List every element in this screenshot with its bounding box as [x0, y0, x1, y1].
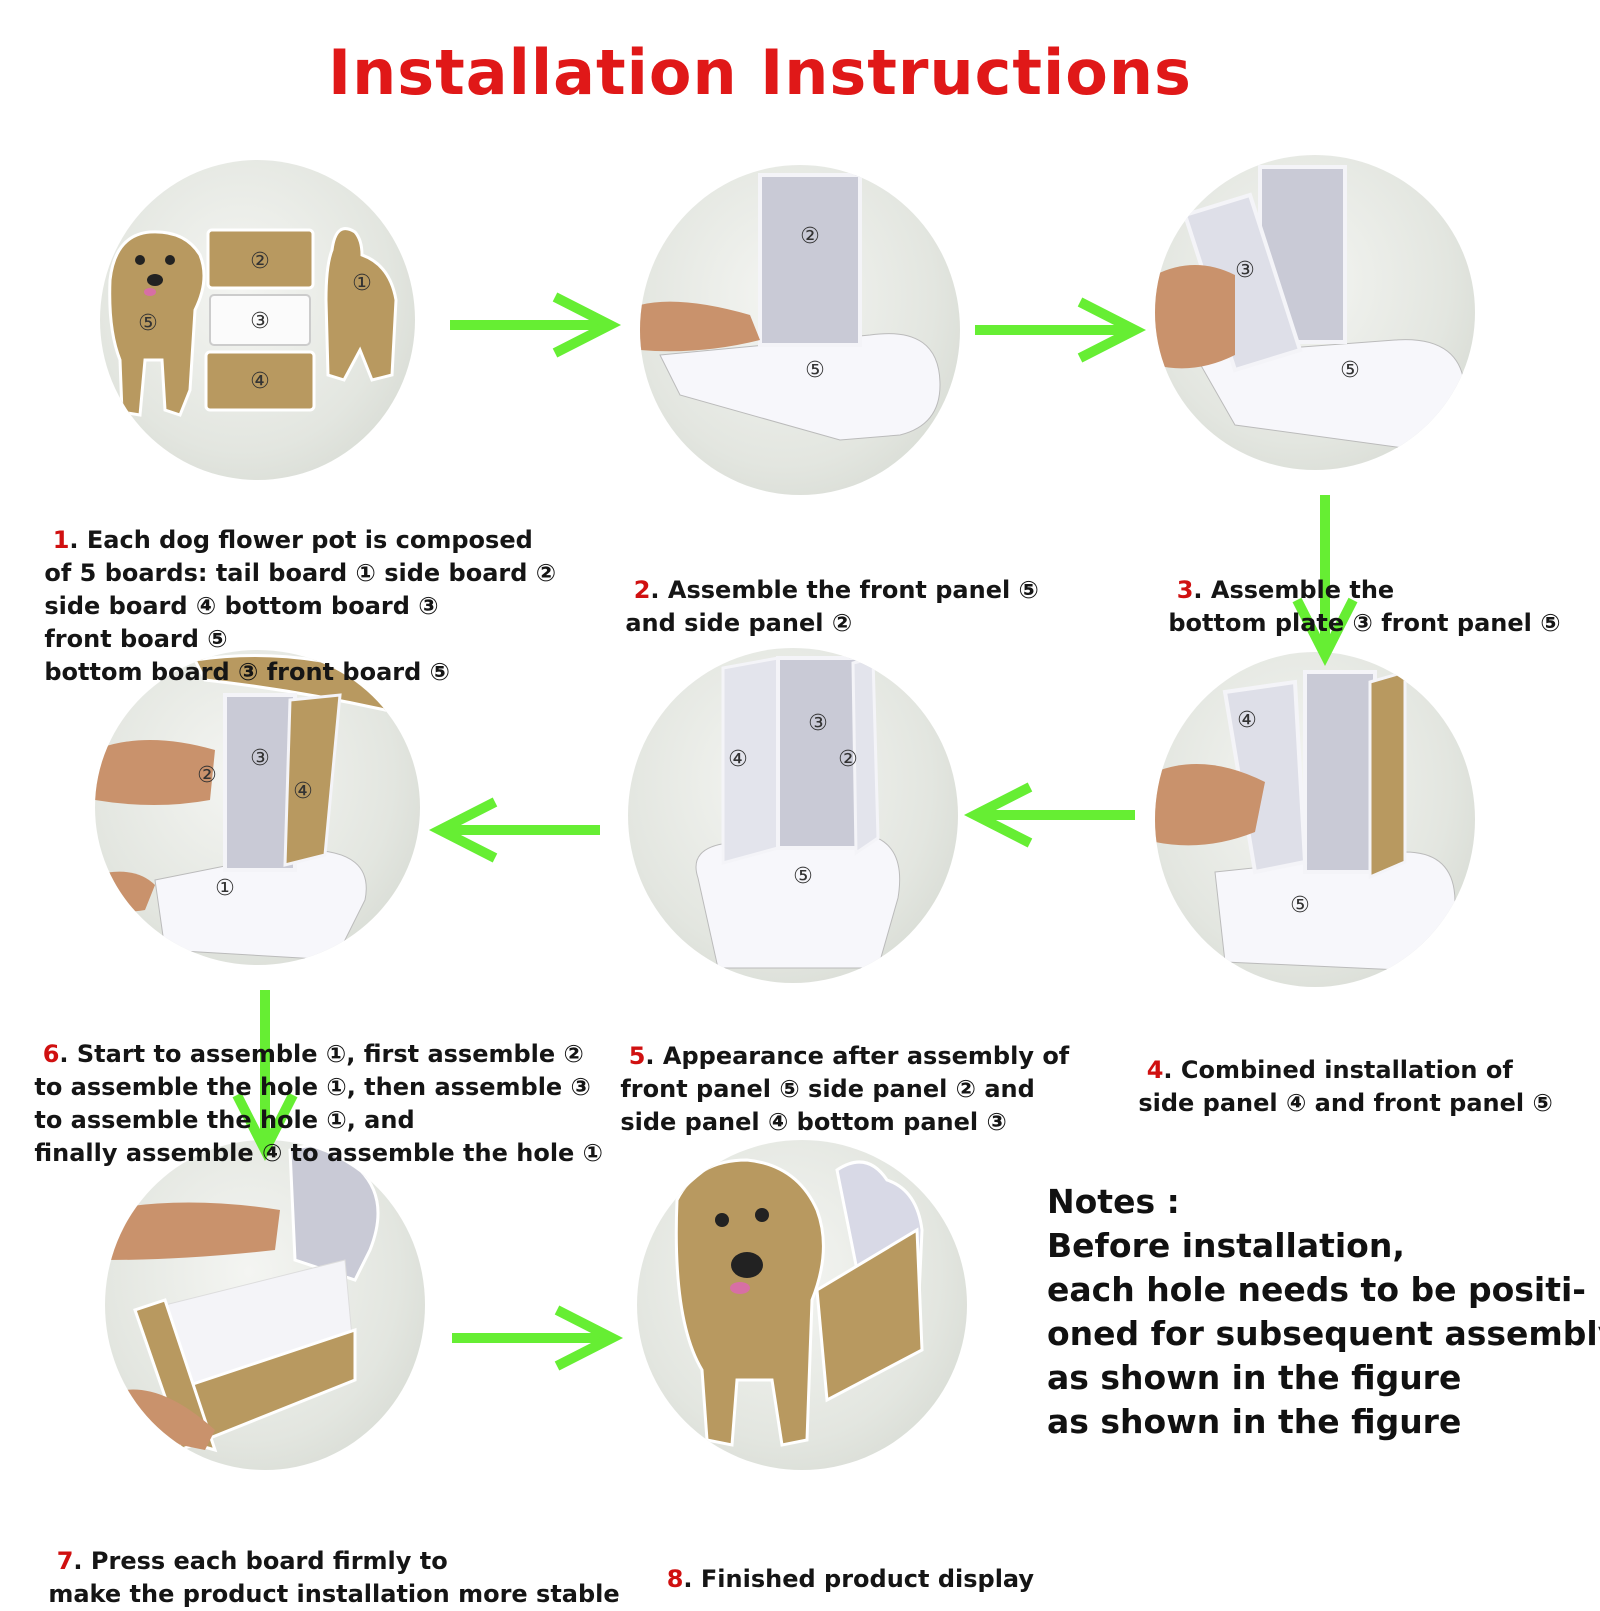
step-6-caption: 6. Start to assemble ①, first assemble ②…: [26, 1005, 603, 1170]
photo-step-2: ② ⑤: [640, 165, 960, 495]
boards-laid-out-image: ② ③ ① ⑤ ④: [108, 227, 398, 417]
arrow-step1-to-step2: [450, 292, 622, 358]
label-side-4: ④: [728, 747, 748, 772]
step-number: 2: [633, 576, 651, 604]
step-number: 3: [1176, 576, 1194, 604]
step-3-caption: 3. Assemble the bottom plate ③ front pan…: [1160, 541, 1561, 640]
photo-step-6: ③ ② ④ ①: [95, 650, 420, 965]
label-side-4: ④: [1237, 708, 1257, 733]
label-board-5: ⑤: [138, 311, 158, 336]
label-side-4: ④: [293, 779, 313, 804]
label-bottom-3: ③: [250, 746, 270, 771]
step-5-caption: 5. Appearance after assembly of front pa…: [612, 1007, 1069, 1139]
label-board-2: ②: [250, 249, 270, 274]
photo-step-1: ② ③ ① ⑤ ④: [100, 160, 415, 480]
label-front-5: ⑤: [793, 864, 813, 889]
label-board-1: ①: [352, 271, 372, 296]
tail-assembly-image: ③ ② ④ ①: [95, 654, 397, 961]
label-side-2: ②: [197, 763, 217, 788]
label-panel-2: ②: [800, 224, 820, 249]
step-text: . Each dog flower pot is composed of 5 b…: [44, 526, 557, 686]
step-7-caption: 7. Press each board firmly to make the p…: [40, 1512, 620, 1611]
label-board-3: ③: [250, 309, 270, 334]
step-number: 7: [56, 1547, 74, 1575]
label-panel-5: ⑤: [805, 358, 825, 383]
photo-step-4: ④ ⑤: [1155, 652, 1475, 987]
arrow-step5-to-step6: [428, 797, 600, 863]
arrow-step3-to-step4: [1292, 495, 1358, 667]
step-number: 5: [628, 1042, 646, 1070]
label-board-4: ④: [250, 369, 270, 394]
photo-step-3: ③ ⑤: [1155, 155, 1475, 470]
arrow-step2-to-step3: [975, 297, 1147, 363]
label-bottom-3: ③: [808, 711, 828, 736]
step-number: 4: [1146, 1056, 1164, 1084]
step-4-caption: 4. Combined installation of side panel ④…: [1130, 1021, 1553, 1120]
step-text: . Appearance after assembly of front pan…: [620, 1042, 1070, 1136]
assembled-panels-image: ③ ④ ② ⑤: [695, 656, 901, 969]
photo-step-5: ③ ④ ② ⑤: [628, 648, 958, 983]
press-boards-image: [105, 1144, 380, 1453]
bottom-plate-front-panel-image: ③ ⑤: [1155, 165, 1466, 456]
label-bottom-3: ③: [1235, 258, 1255, 283]
photo-step-8: [637, 1140, 967, 1470]
page-title: Installation Instructions: [328, 36, 1192, 109]
step-text: . Assemble the front panel ⑤ and side pa…: [625, 576, 1039, 637]
label-front-5: ⑤: [1290, 893, 1310, 918]
arrow-step4-to-step5: [963, 782, 1135, 848]
photo-step-7: [105, 1140, 425, 1470]
step-text: . Press each board firmly to make the pr…: [48, 1547, 620, 1608]
installation-notes: Notes : Before installation, each hole n…: [1047, 1182, 1600, 1441]
step-1-caption: 1. Each dog flower pot is composed of 5 …: [36, 491, 556, 689]
label-front-5: ⑤: [1340, 358, 1360, 383]
step-text: . Finished product display: [683, 1565, 1035, 1593]
step-text: . Combined installation of side panel ④ …: [1138, 1056, 1553, 1117]
step-2-caption: 2. Assemble the front panel ⑤ and side p…: [617, 541, 1039, 640]
step-text: . Assemble the bottom plate ③ front pane…: [1168, 576, 1561, 637]
front-side-panel-image: ② ⑤: [640, 173, 941, 441]
arrow-step7-to-step8: [452, 1305, 624, 1371]
step-number: 1: [52, 526, 70, 554]
label-tail-1: ①: [215, 876, 235, 901]
step-number: 8: [666, 1565, 684, 1593]
finished-dog-pot-image: [674, 1158, 924, 1447]
side-front-combined-image: ④ ⑤: [1155, 670, 1456, 973]
step-number: 6: [42, 1040, 60, 1068]
label-side-2: ②: [838, 747, 858, 772]
arrow-step6-to-step7: [232, 990, 298, 1162]
step-text: . Start to assemble ①, first assemble ② …: [34, 1040, 603, 1167]
step-8-caption: 8. Finished product display: [650, 1530, 1034, 1596]
